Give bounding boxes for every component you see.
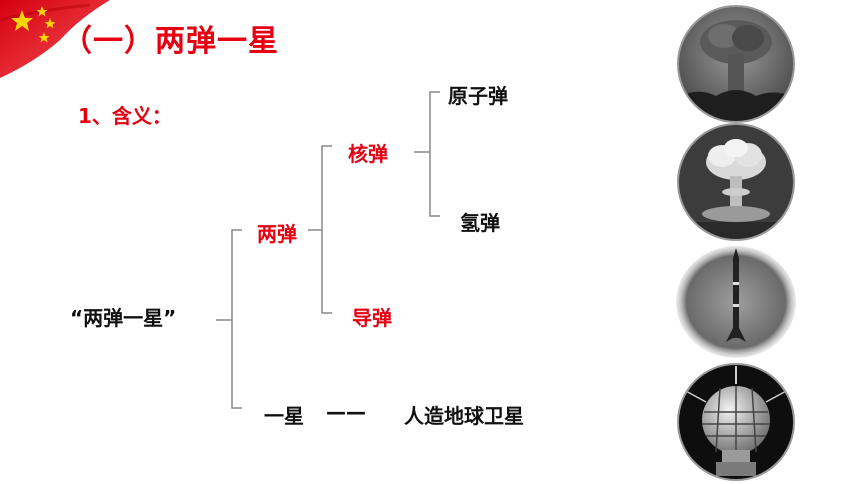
mushroom-cloud-photo <box>677 5 795 123</box>
one-star-node: 一星 <box>264 404 304 428</box>
missile-launch-photo <box>676 246 796 358</box>
hydrogen-bomb-node: 氢弹 <box>460 211 500 235</box>
root-node: “两弹一星” <box>70 306 177 330</box>
root-bracket <box>231 229 242 409</box>
hydrogen-bomb-cloud-photo <box>677 123 795 241</box>
satellite-node: 人造地球卫星 <box>404 404 524 428</box>
atomic-bomb-node: 原子弹 <box>448 84 508 108</box>
two-bombs-node: 两弹 <box>257 222 297 246</box>
satellite-photo <box>677 363 795 481</box>
nuclear-bracket <box>429 91 440 217</box>
nuclear-bomb-node: 核弹 <box>348 142 388 166</box>
missile-node: 导弹 <box>352 306 392 330</box>
section-subtitle: 1、含义： <box>78 104 172 128</box>
slide-title: （一）两弹一星 <box>62 24 279 59</box>
dash-connector: —— <box>326 400 366 424</box>
bombs-bracket <box>321 145 332 314</box>
red-flag-icon <box>0 0 110 78</box>
